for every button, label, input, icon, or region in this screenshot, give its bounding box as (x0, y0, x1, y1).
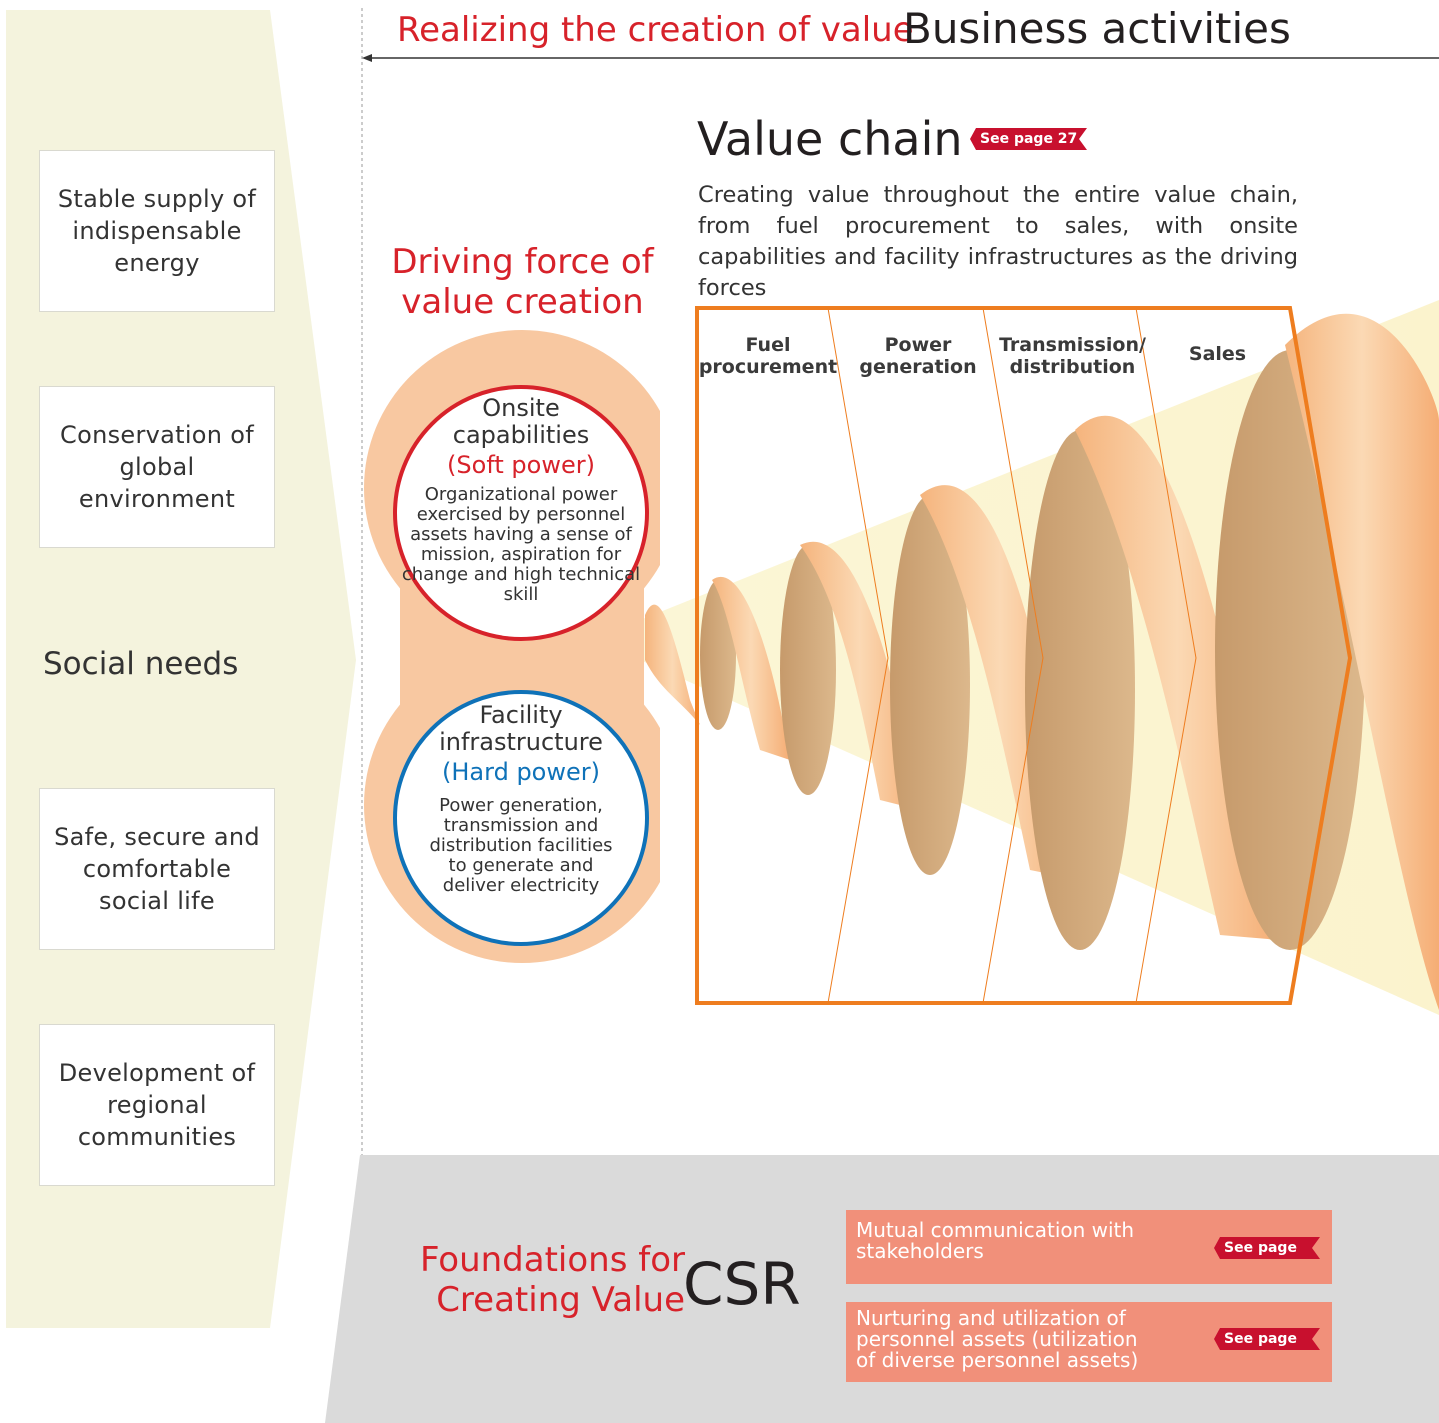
see-page-27-link[interactable]: See page 27 (970, 128, 1087, 150)
foundations-title: Foundations for Creating Value (400, 1240, 685, 1320)
stage-transmission-line2: distribution (1009, 356, 1136, 378)
hard-power-label: (Hard power) (442, 758, 600, 786)
stage-fuel-line1: Fuel (745, 334, 791, 356)
csr-title: CSR (683, 1250, 801, 1318)
csr-item-personnel: Nurturing and utilization of personnel a… (846, 1302, 1332, 1382)
value-chain-frame (695, 306, 1353, 1005)
stage-power-generation: Power generation (848, 334, 988, 378)
facility-title-line2: infrastructure (439, 728, 603, 756)
stage-dividers (827, 307, 1197, 1004)
see-page-59-link[interactable]: See page 59 (1214, 1328, 1320, 1350)
social-needs-panel (6, 10, 356, 1328)
stage-sales-line1: Sales (1188, 343, 1247, 365)
onsite-title-line2: capabilities (452, 421, 590, 449)
foundations-line2: Creating Value (436, 1280, 685, 1320)
onsite-title-line1: Onsite (482, 394, 560, 422)
soft-power-label: (Soft power) (447, 451, 595, 479)
csr-item-communication-text: Mutual communication with stakeholders (856, 1218, 1135, 1263)
facility-infrastructure-circle: Facility infrastructure (Hard power) Pow… (393, 690, 649, 946)
social-needs-label: Social needs (43, 646, 239, 682)
csr-item-communication: Mutual communication with stakeholders S… (846, 1210, 1332, 1284)
driving-force-title-line2: value creation (401, 282, 644, 322)
see-page-54-link[interactable]: See page 54 (1214, 1237, 1320, 1259)
need-global-environment: Conservation of global environment (39, 386, 275, 548)
need-stable-supply: Stable supply of indispensable energy (39, 150, 275, 312)
value-chain-description: Creating value throughout the entire val… (698, 182, 1298, 301)
facility-body: Power generation, transmission and distr… (429, 795, 613, 896)
stage-transmission-line1: Transmission/ (999, 334, 1146, 356)
need-regional-communities: Development of regional communities (39, 1024, 275, 1186)
realizing-value-heading: Realizing the creation of value (397, 10, 914, 50)
stage-fuel-procurement: Fuel procurement (698, 334, 838, 378)
stage-fuel-line2: procurement (698, 356, 838, 378)
header-arrow (362, 54, 1439, 62)
foundations-line1: Foundations for (419, 1240, 685, 1280)
csr-item-personnel-text: Nurturing and utilization of personnel a… (856, 1306, 1139, 1372)
need-safe-social-life: Safe, secure and comfortable social life (39, 788, 275, 950)
stage-power-line1: Power (884, 334, 952, 356)
onsite-capabilities-circle: Onsite capabilities (Soft power) Organiz… (393, 385, 649, 641)
spiral-ribbons (645, 313, 1439, 1010)
business-activities-heading: Business activities (903, 4, 1291, 53)
stage-transmission-distribution: Transmission/ distribution (995, 334, 1150, 378)
stage-power-line2: generation (859, 356, 977, 378)
driving-force-title-line1: Driving force of (391, 242, 654, 282)
onsite-body: Organizational power exercised by person… (401, 484, 641, 605)
facility-title-line1: Facility (479, 701, 563, 729)
stage-sales: Sales (1160, 343, 1275, 365)
value-chain-title: Value chain (697, 112, 963, 166)
driving-force-title: Driving force of value creation (380, 242, 665, 322)
value-chain-spiral (640, 300, 1439, 1015)
